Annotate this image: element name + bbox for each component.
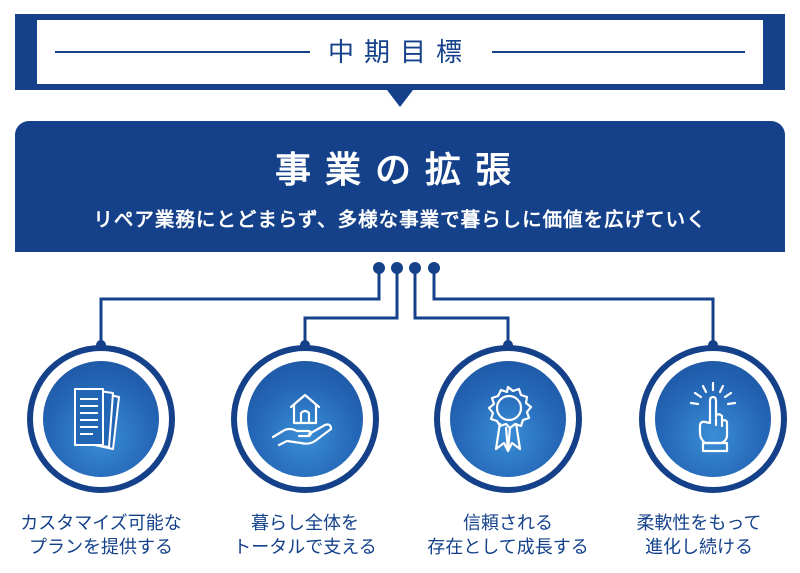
item-label-1-line2: プランを提供する: [29, 537, 173, 558]
connector-3: [413, 268, 510, 345]
item-label-3: 信頼される 存在として成長する: [413, 512, 603, 560]
item-label-4: 柔軟性をもって 進化し続ける: [604, 512, 794, 560]
item-label-2: 暮らし全体を トータルで支える: [210, 512, 400, 560]
house-in-hand-icon: [271, 393, 333, 447]
connector-dot-3: [409, 262, 421, 274]
connector-dot-4: [428, 262, 440, 274]
item-label-1-line1: カスタマイズ可能な: [20, 513, 182, 534]
item-label-3-line1: 信頼される: [463, 513, 553, 534]
connector-dot-1: [373, 262, 385, 274]
item-circle-3: [434, 345, 582, 493]
goal-header-title: 中期目標: [327, 38, 472, 68]
goal-header-inner: 中期目標: [37, 20, 763, 84]
documents-icon: [74, 388, 120, 450]
item-circle-1: [27, 345, 175, 493]
connector-1: [99, 268, 381, 345]
item-circle-2: [231, 345, 379, 493]
main-title: 事業の拡張: [274, 150, 525, 191]
item-label-3-line2: 存在として成長する: [427, 537, 589, 558]
award-ribbon-icon: [487, 385, 533, 453]
item-label-1: カスタマイズ可能な プランを提供する: [6, 512, 196, 560]
raised-finger-icon: [689, 381, 737, 453]
item-circle-4: [639, 345, 787, 493]
item-label-2-line2: トータルで支える: [233, 537, 377, 558]
item-label-2-line1: 暮らし全体を: [251, 513, 359, 534]
connector-4: [432, 268, 715, 345]
header-left-rule: [55, 51, 310, 53]
item-label-4-line2: 進化し続ける: [645, 537, 753, 558]
connector-2: [303, 268, 399, 345]
main-banner: 事業の拡張 リペア業務にとどまらず、多様な事業で暮らしに価値を広げていく: [15, 121, 785, 252]
goal-header: 中期目標: [15, 14, 785, 90]
main-subtitle: リペア業務にとどまらず、多様な事業で暮らしに価値を広げていく: [93, 208, 707, 231]
header-pointer-arrow: [387, 90, 413, 107]
header-right-rule: [492, 51, 745, 53]
item-label-4-line1: 柔軟性をもって: [636, 513, 762, 534]
connector-dot-2: [391, 262, 403, 274]
